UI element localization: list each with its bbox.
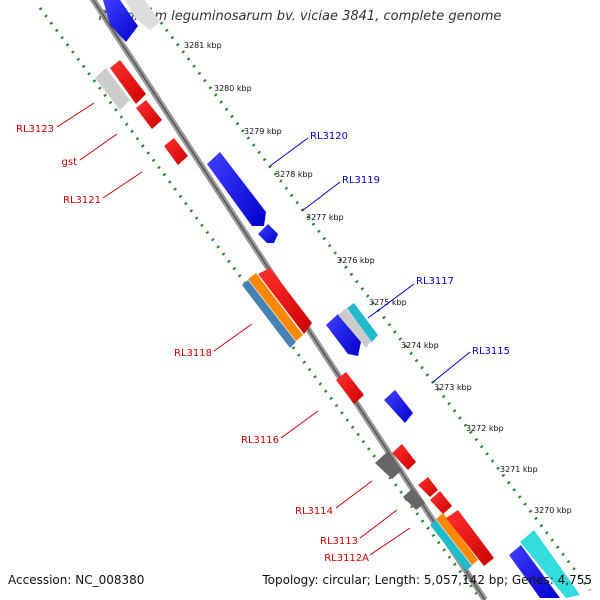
cyan-feature[interactable] — [430, 520, 472, 571]
gene-label-gst[interactable]: gst — [62, 157, 78, 168]
scale-label: 3276 kbp — [337, 256, 375, 265]
reverse-gene-rl3121[interactable] — [164, 138, 188, 165]
steel-feature[interactable] — [242, 280, 296, 348]
leader-line-rl3121 — [102, 171, 143, 199]
reverse-gene-rl3114[interactable] — [392, 444, 416, 470]
gene-label-rl3116[interactable]: RL3116 — [241, 435, 279, 446]
gene-label-rl3118[interactable]: RL3118 — [174, 348, 212, 359]
scale-label: 3280 kbp — [214, 84, 252, 93]
gene-label-rl3114[interactable]: RL3114 — [295, 506, 333, 517]
leader-line-rl3120 — [269, 137, 309, 167]
reverse-gene-rl3112a[interactable] — [446, 510, 494, 566]
forward-gene-feature[interactable] — [509, 545, 560, 598]
leader-line-rl3116 — [280, 410, 319, 439]
reverse-gene-rl3118[interactable] — [258, 268, 312, 334]
scale-label: 3272 kbp — [466, 424, 504, 433]
light-feature[interactable] — [95, 68, 130, 110]
gene-label-rl3123[interactable]: RL3123 — [16, 124, 54, 135]
scale-label: 3274 kbp — [401, 341, 439, 350]
scale-label: 3271 kbp — [500, 465, 538, 474]
scale-label: 3270 kbp — [534, 506, 572, 515]
gray-feature[interactable] — [375, 452, 402, 479]
reverse-gene-rl3123[interactable] — [110, 60, 146, 104]
leader-line-rl3112a — [369, 527, 411, 556]
leader-line-rl3117 — [367, 283, 415, 319]
forward-gene-rl3115[interactable] — [384, 390, 413, 423]
accession-text: Accession: NC_008380 — [8, 573, 145, 587]
orange-feature[interactable] — [248, 273, 303, 341]
light-feature[interactable] — [125, 0, 160, 30]
gene-label-rl3115[interactable]: RL3115 — [472, 346, 510, 357]
gene-label-rl3112a[interactable]: RL3112A — [324, 553, 369, 564]
reverse-gene-rl3116[interactable] — [336, 372, 364, 404]
forward-gene-rl3119[interactable] — [258, 224, 278, 243]
gene-label-rl3121[interactable]: RL3121 — [63, 195, 101, 206]
leader-line-gst — [79, 133, 118, 161]
leader-line-rl3113 — [359, 509, 398, 539]
scale-label: 3281 kbp — [184, 41, 222, 50]
forward-gene-feature[interactable] — [103, 0, 138, 42]
orange-feature[interactable] — [436, 513, 478, 565]
map-title: Rhizobium leguminosarum bv. viciae 3841,… — [98, 9, 502, 24]
leader-line-rl3123 — [56, 102, 95, 128]
scale-label: 3273 kbp — [434, 383, 472, 392]
reverse-gene-gst[interactable] — [136, 100, 162, 129]
gray-feature[interactable] — [403, 488, 425, 510]
leader-line-rl3118 — [213, 323, 253, 352]
leader-line-rl3115 — [432, 351, 471, 383]
scale-label: 3275 kbp — [369, 298, 407, 307]
cyan-feature[interactable] — [347, 303, 378, 342]
gene-label-rl3120[interactable]: RL3120 — [310, 131, 348, 142]
forward-gene-rl3117[interactable] — [326, 314, 361, 356]
scale-label: 3279 kbp — [244, 127, 282, 136]
cyan-feature[interactable] — [520, 530, 580, 598]
gene-label-rl3119[interactable]: RL3119 — [342, 175, 380, 186]
reverse-gene-feature[interactable] — [430, 491, 452, 514]
reverse-gene-rl3113[interactable] — [418, 477, 438, 497]
scale-label: 3278 kbp — [275, 170, 313, 179]
light-feature[interactable] — [338, 308, 372, 348]
genome-summary-text: Topology: circular; Length: 5,057,142 bp… — [262, 573, 592, 587]
gene-label-rl3117[interactable]: RL3117 — [416, 276, 454, 287]
gene-label-rl3113[interactable]: RL3113 — [320, 536, 358, 547]
forward-gene-rl3120[interactable] — [207, 152, 266, 226]
scale-label: 3277 kbp — [306, 213, 344, 222]
leader-line-rl3119 — [301, 181, 341, 212]
leader-line-rl3114 — [335, 480, 373, 509]
